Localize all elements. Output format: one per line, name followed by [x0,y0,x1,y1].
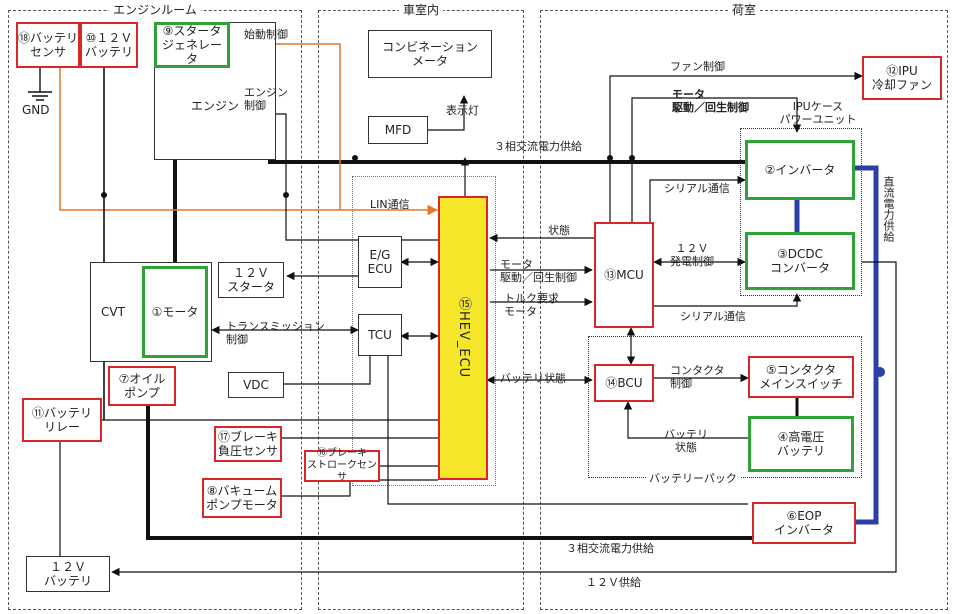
gen-control-12v-label: １２Ｖ 発電制御 [670,242,714,268]
serial-comm-top-label: シリアル通信 [664,182,730,195]
mfd: MFD [368,116,428,144]
battery-12v-bottom: １２Ｖ バッテリ [26,556,110,592]
contactor-main-switch: ⑤コンタクタ メインスイッチ [748,356,854,398]
oil-pump: ⑦オイル ポンプ [108,366,176,406]
dcdc-converter: ③DCDC コンバータ [745,232,855,290]
cabin-zone: 車室内 [318,3,524,610]
cvt-label: CVT [101,305,125,319]
vacuum-pump-motor: ⑧バキューム ポンプモータ [202,478,282,518]
brake-stroke-sensor: ⑯ブレーキ ストロークセンサ [304,448,380,483]
eg-ecu: E/G ECU [358,236,402,288]
engine-room-title: エンジンルーム [9,2,301,18]
starter-generator: ⑨スタータ ジェネレータ [154,22,230,68]
ipu-cooling-fan: ⑫IPU 冷却ファン [862,56,942,100]
transmission-control-label: トランスミッション 制御 [226,320,325,346]
eop-inverter: ⑥EOP インバータ [752,502,856,544]
brake-pressure-sensor: ⑰ブレーキ 負圧センサ [214,426,282,462]
hv-battery: ④高電圧 バッテリ [748,416,854,472]
battery-sensor: ⑱バッテリ センサ [16,22,80,68]
fan-control-label: ファン制御 [670,60,725,73]
lin-comm-label: LIN通信 [370,198,410,211]
three-phase-supply-bottom-label: ３相交流電力供給 [566,542,654,555]
battery-state-2-label: バッテリ 状態 [664,428,708,454]
serial-comm-bottom-label: シリアル通信 [680,310,746,323]
torque-request-label: トルク要求 モータ [504,292,559,318]
inverter: ②インバータ [745,140,855,200]
hev-ecu: ⑮HEV_ECU [438,196,488,480]
starter-12v: １２Ｖ スタータ [218,262,284,298]
battery-12v: ⑩１２Ｖ バッテリ [80,22,138,68]
luggage-zone: 荷室 [540,3,948,610]
state-label: 状態 [548,224,570,237]
battery-state-label: バッテリ状態 [500,372,566,385]
engine-control-label: エンジン 制御 [244,86,288,112]
motor-drive-regen-label: モータ 駆動／回生制御 [672,88,749,114]
vdc: VDC [228,372,284,398]
battery-pack-label: バッテリーパック [646,472,740,485]
combination-meter: コンビネーション メータ [368,30,492,78]
bcu: ⑭BCU [594,364,654,402]
mcu: ⑬MCU [594,222,654,328]
engine-room-zone: エンジンルーム [8,3,302,610]
ipu-case-label: IPUケース パワーユニット [779,100,857,126]
battery-relay: ⑪バッテリ リレー [22,398,102,442]
engine-label: エンジン [190,99,239,113]
start-control-label: 始動制御 [244,28,288,41]
three-phase-supply-top-label: ３相交流電力供給 [494,140,582,153]
supply-12v-label: １２Ｖ供給 [586,576,641,589]
tcu: TCU [358,314,402,356]
contactor-control-label: コンタクタ 制御 [670,364,725,390]
motor-drive-regen-2-label: モータ 駆動／回生制御 [500,258,577,284]
luggage-title: 荷室 [541,2,947,18]
cabin-title: 車室内 [319,2,523,18]
gnd-label: GND [22,103,50,117]
indicator-label: 表示灯 [446,104,479,117]
motor: ①モータ [142,266,208,358]
dc-supply-label: 直流電力供給 [882,176,895,242]
